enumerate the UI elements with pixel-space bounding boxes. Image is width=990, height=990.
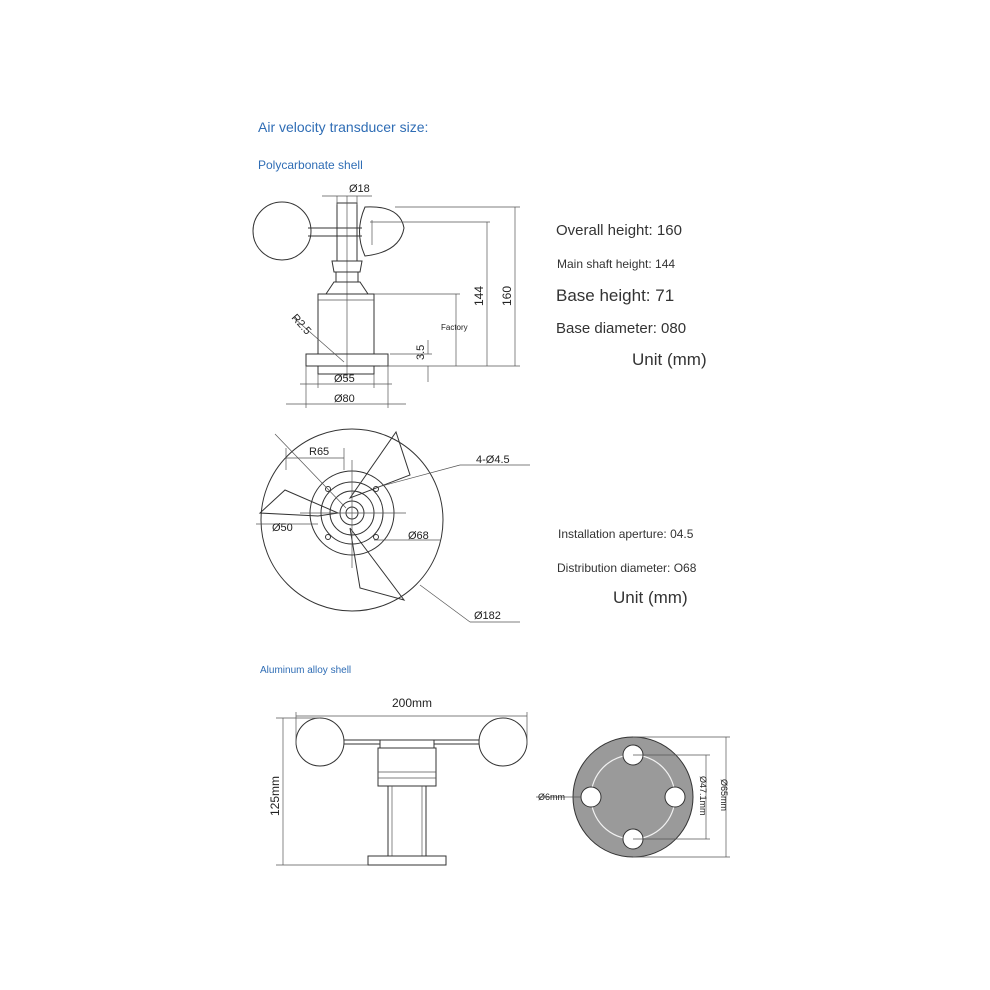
dim-d47: Ø47.1mm [698,776,708,816]
vane-top-icon [348,430,411,500]
aluminum-side-view: 200mm 125mm [268,696,528,866]
cup-left-icon [295,717,345,767]
dim-d80: Ø80 [334,393,355,405]
bolt-hole-icon [580,786,602,808]
dim-width: 200mm [392,696,432,710]
dim-h160: 160 [500,286,514,306]
vane-left-icon [258,489,340,517]
dim-holes: 4-Ø4.5 [476,454,510,466]
spec-unit-mid: Unit (mm) [613,588,688,607]
dim-r65: R65 [309,446,329,458]
polycarbonate-label: Polycarbonate shell [258,158,363,172]
factory-label: Factory [441,323,468,332]
cup-right-icon [359,206,405,257]
outline-circle [260,428,444,612]
dim-r25: R2.5 [289,312,313,337]
spec-distribution: Distribution diameter: O68 [557,561,697,575]
dim-d55: Ø55 [334,373,355,385]
mount-hole-icon [325,486,331,492]
spec-shaft-height: Main shaft height: 144 [557,257,676,271]
top-view: R65 4-Ø4.5 Ø50 Ø68 Ø182 [256,428,530,623]
dim-d50: Ø50 [272,522,293,534]
vane-bottom-icon [349,527,406,601]
page-title: Air velocity transducer size: [258,119,429,135]
mount-hole-icon [325,534,331,540]
spec-aperture: Installation aperture: 04.5 [558,527,694,541]
dim-h35: 3.5 [415,345,427,360]
mount-hole-icon [373,534,379,540]
dim-d18: Ø18 [349,183,370,195]
dim-d182: Ø182 [474,610,501,622]
bolt-hole-icon [664,786,686,808]
dim-d68: Ø68 [408,530,429,542]
cup-left-icon [252,201,312,261]
spec-base-height: Base height: 71 [556,286,675,305]
cup-right-icon [478,717,528,767]
spec-unit-top: Unit (mm) [632,350,707,369]
dim-d6: Ø6mm [538,792,565,802]
dim-h144: 144 [472,286,486,306]
spec-overall-height: Overall height: 160 [556,222,682,239]
side-view: Ø18 144 160 3.5 Factory R2.5 Ø55 Ø80 [252,183,520,408]
dim-height: 125mm [268,776,282,816]
aluminum-flange-view: Ø6mm Ø47.1mm Ø65mm [536,736,730,858]
spec-base-diameter: Base diameter: 080 [556,320,687,337]
aluminum-label: Aluminum alloy shell [260,665,352,676]
dim-d65: Ø65mm [719,779,729,811]
